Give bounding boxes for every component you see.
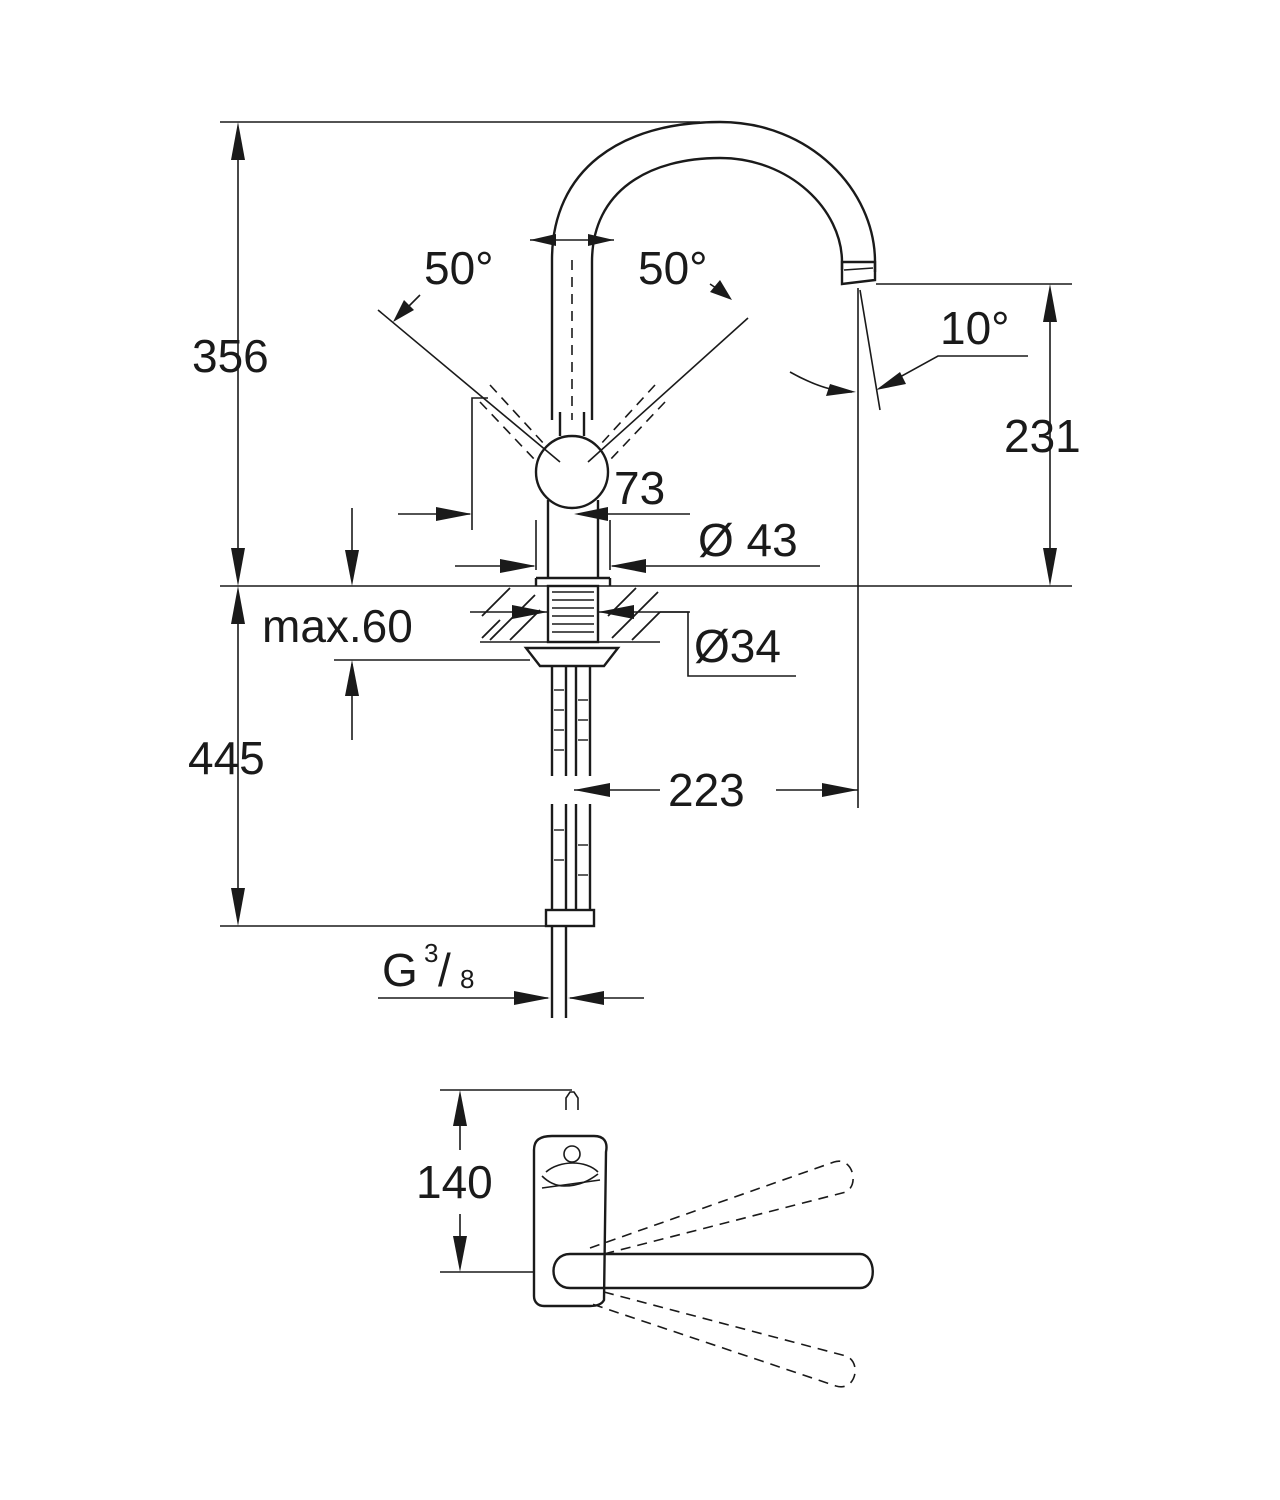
side-elevation: 356 231 50° 50° 10° 73 Ø 43 Ø34 max.60 4… xyxy=(188,120,1081,1018)
label-handle-clearance: 73 xyxy=(614,462,665,514)
countertop-section xyxy=(470,587,796,677)
label-spout-reach: 223 xyxy=(668,764,745,816)
mounting-shank xyxy=(523,584,621,668)
lever-positions xyxy=(479,260,666,461)
label-below-deck-length: 445 xyxy=(188,732,265,784)
dimension-73 xyxy=(398,397,690,530)
label-total-height: 356 xyxy=(192,330,269,382)
lever-center xyxy=(552,1252,874,1290)
dimension-223 xyxy=(574,783,858,797)
label-body-diameter: Ø 43 xyxy=(698,514,798,566)
spout-marker xyxy=(565,1091,579,1110)
label-lever-angle-left: 50° xyxy=(424,242,494,294)
dimension-140 xyxy=(453,1090,467,1272)
dimension-445 xyxy=(231,586,245,926)
plan-view: 140 xyxy=(416,1089,874,1388)
dimension-thread-g38 xyxy=(378,991,644,1005)
label-max-counter-thickness: max.60 xyxy=(262,600,413,652)
label-lever-angle-right: 50° xyxy=(638,242,708,294)
label-plan-depth: 140 xyxy=(416,1156,493,1208)
spout xyxy=(550,120,877,420)
lever-angle-lines xyxy=(377,234,749,463)
handle-ball xyxy=(534,434,610,510)
plan-body xyxy=(532,1134,608,1308)
label-thread-numerator: 3 xyxy=(424,938,438,968)
label-spout-tilt: 10° xyxy=(940,302,1010,354)
label-hole-diameter: Ø34 xyxy=(694,620,781,672)
hose-fitting xyxy=(544,908,596,928)
dimension-231 xyxy=(876,283,1072,586)
label-spout-height: 231 xyxy=(1004,410,1081,462)
lever-position-up xyxy=(589,1160,854,1255)
label-thread-letter: G xyxy=(382,944,418,996)
label-thread-denominator: 8 xyxy=(460,964,474,994)
dimension-356 xyxy=(231,122,245,586)
supply-hoses xyxy=(544,666,596,1018)
lever-position-down xyxy=(591,1291,856,1388)
dimension-diameter-43 xyxy=(455,520,820,573)
spout-tilt-indicator xyxy=(789,288,1028,808)
dimension-max-60 xyxy=(334,508,530,740)
label-thread-slash: / xyxy=(438,944,451,996)
